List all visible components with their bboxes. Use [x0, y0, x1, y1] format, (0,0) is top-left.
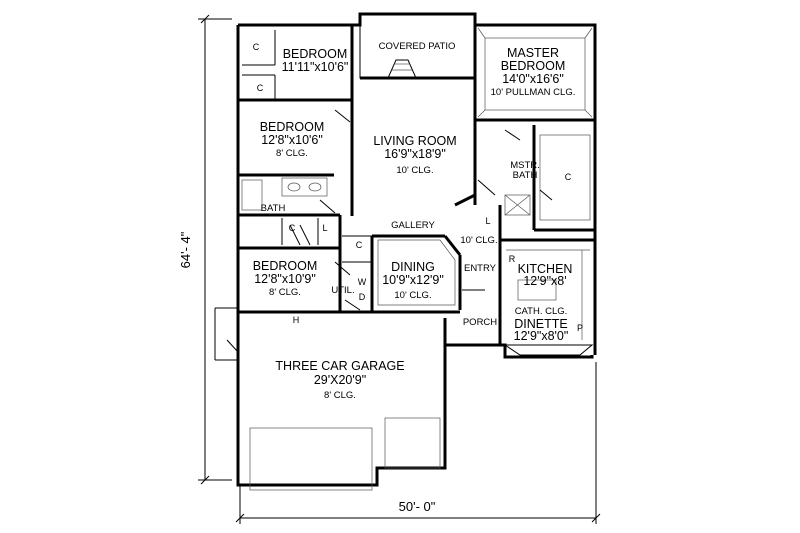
linen-label-2: L — [485, 216, 490, 226]
room-dinette: DINETTE 12'9"x8'0" — [514, 317, 569, 343]
master-bath-fixtures — [504, 134, 591, 221]
linen-label-1: L — [322, 223, 327, 233]
covered-patio-outline — [359, 13, 476, 79]
pullman-ceiling — [477, 27, 593, 118]
porch-label: PORCH — [463, 317, 497, 328]
master-bedroom-name-1: MASTER — [507, 46, 559, 60]
living-room-name: LIVING ROOM — [373, 134, 456, 148]
dinette-size: 12'9"x8'0" — [514, 329, 569, 343]
room-dining: DINING 10'9"x12'9" 10' CLG. — [382, 260, 444, 301]
room-kitchen: KITCHEN 12'9"x8' CATH. CLG. — [515, 262, 573, 317]
kitchen-ceiling: CATH. CLG. — [515, 306, 568, 317]
master-bedroom-ceiling: 10' PULLMAN CLG. — [491, 87, 576, 98]
depth-dimension — [198, 14, 232, 485]
bedroom-3-name: BEDROOM — [253, 259, 318, 273]
dining-size: 10'9"x12'9" — [382, 273, 444, 287]
gallery-label: GALLERY — [391, 220, 435, 231]
bedroom-2-size: 12'8"x10'6" — [261, 133, 323, 147]
bedroom-3-ceiling: 8' CLG. — [269, 287, 301, 298]
kitchen-size: 12'9"x8' — [523, 274, 566, 288]
garage-size: 29'X20'9" — [314, 373, 366, 387]
dining-ceiling: 10' CLG. — [394, 290, 431, 301]
master-bath-label-1: MSTR. — [510, 160, 540, 171]
gallery-ceiling: 10' CLG. — [460, 235, 497, 246]
depth-label: 64'- 4" — [178, 231, 193, 268]
living-room-ceiling: 10' CLG. — [396, 165, 433, 176]
fireplace — [387, 59, 417, 79]
covered-patio-label: COVERED PATIO — [379, 41, 456, 52]
dinette-name: DINETTE — [514, 317, 567, 331]
room-living: LIVING ROOM 16'9"x18'9" 10' CLG. — [373, 134, 456, 176]
bath-label: BATH — [261, 203, 286, 214]
heater-label: H — [293, 315, 300, 325]
garage-name: THREE CAR GARAGE — [275, 359, 404, 373]
kitchen-name: KITCHEN — [518, 262, 573, 276]
bedroom-2-ceiling: 8' CLG. — [276, 148, 308, 159]
hall-bath-fixtures — [241, 177, 328, 211]
dining-name: DINING — [391, 260, 435, 274]
room-bedroom-3: BEDROOM 12'8"x10'9" 8' CLG. — [253, 259, 318, 298]
width-dimension — [235, 362, 601, 524]
closet-label-1: C — [253, 42, 260, 52]
door-swings — [226, 109, 553, 353]
closet-label-2: C — [257, 83, 264, 93]
closet-label-5: C — [565, 172, 572, 182]
closet-label-4: C — [356, 240, 363, 250]
kitchen-cabinets — [503, 249, 594, 356]
bedroom-1-size: 11'11"x10'6" — [282, 60, 349, 74]
room-garage: THREE CAR GARAGE 29'X20'9" 8' CLG. — [275, 359, 404, 401]
pantry-label: P — [577, 323, 583, 333]
refrigerator-label: R — [509, 254, 516, 264]
room-bedroom-2: BEDROOM 12'8"x10'6" 8' CLG. — [260, 120, 325, 159]
utility-label: UTIL. — [331, 285, 354, 296]
closet-label-3: C — [289, 223, 296, 233]
room-bedroom-1: BEDROOM 11'11"x10'6" — [282, 47, 349, 74]
living-room-size: 16'9"x18'9" — [384, 147, 446, 161]
dryer-label: D — [359, 292, 366, 302]
bedroom-2-name: BEDROOM — [260, 120, 325, 134]
master-bath-label-2: BATH — [513, 170, 538, 181]
garage-ceiling: 8' CLG. — [324, 390, 356, 401]
washer-label: W — [358, 277, 367, 287]
bedroom-1-name: BEDROOM — [283, 47, 348, 61]
width-label: 50'- 0" — [399, 499, 436, 514]
room-master-bedroom: MASTER BEDROOM 14'0"x16'6" 10' PULLMAN C… — [491, 46, 576, 98]
entry-label: ENTRY — [464, 263, 497, 274]
garage-doors — [249, 417, 441, 491]
master-bedroom-name-2: BEDROOM — [501, 59, 566, 73]
dining-ceiling-outline — [377, 239, 456, 306]
master-bedroom-size: 14'0"x16'6" — [502, 72, 564, 86]
bedroom-3-size: 12'8"x10'9" — [254, 272, 316, 286]
